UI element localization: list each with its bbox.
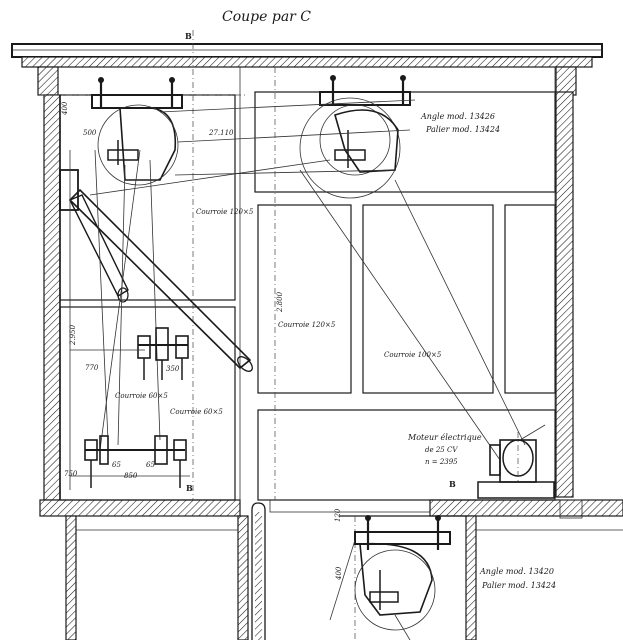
left-shaft-arm (59, 149, 253, 490)
bottom-bracket (329, 515, 451, 640)
top-left-bracket (91, 77, 183, 186)
belt-lines (89, 99, 526, 461)
mid-left-pulleys (70, 327, 189, 380)
label-moteur-speed: n = 2395 (425, 458, 458, 466)
room-panels (59, 67, 556, 501)
label-courroie-60-b: Courroie 60×5 (170, 408, 223, 416)
right-wall (555, 66, 577, 498)
dim-2950: 2.950 (69, 324, 77, 345)
label-angle-top: Angle mod. 13426 (421, 112, 495, 121)
label-courroie-120-b: Courroie 120×5 (278, 321, 336, 329)
label-moteur-power: de 25 CV (425, 446, 458, 454)
dim-65-b: 65 (146, 461, 155, 469)
dim-27110: 27.110 (209, 129, 234, 137)
label-courroie-60-a: Courroie 60×5 (115, 392, 168, 400)
top-center-bracket (299, 75, 411, 199)
label-courroie-100: Courroie 100×5 (384, 351, 442, 359)
center-lines (40, 30, 356, 640)
section-marker-b-left: B (186, 483, 193, 493)
roof-slab (11, 43, 603, 68)
dim-120: 120 (334, 508, 342, 522)
label-palier-bottom: Palier mod. 13424 (482, 581, 557, 590)
dim-770: 770 (85, 364, 99, 372)
drawing-title: Coupe par C (222, 9, 312, 25)
section-marker-b-top: B (185, 31, 192, 41)
bottom-left-pulleys (70, 435, 190, 488)
dim-2800: 2.800 (276, 291, 284, 312)
floor-slab (39, 499, 623, 640)
dim-500: 500 (83, 129, 97, 137)
label-courroie-120-a: Courroie 120×5 (196, 208, 254, 216)
label-palier-top: Palier mod. 13424 (426, 125, 501, 134)
dim-400-bottom: 400 (335, 566, 343, 580)
dim-750: 750 (64, 470, 78, 478)
dim-350: 350 (166, 365, 180, 373)
left-wall (37, 66, 61, 501)
label-angle-bottom: Angle mod. 13420 (480, 567, 554, 576)
section-marker-b-right: B (449, 479, 456, 489)
dim-850: 850 (124, 472, 138, 480)
label-moteur: Moteur électrique (408, 433, 482, 442)
dim-65-a: 65 (112, 461, 121, 469)
electric-motor (477, 424, 555, 499)
dim-400-left: 400 (61, 101, 69, 115)
